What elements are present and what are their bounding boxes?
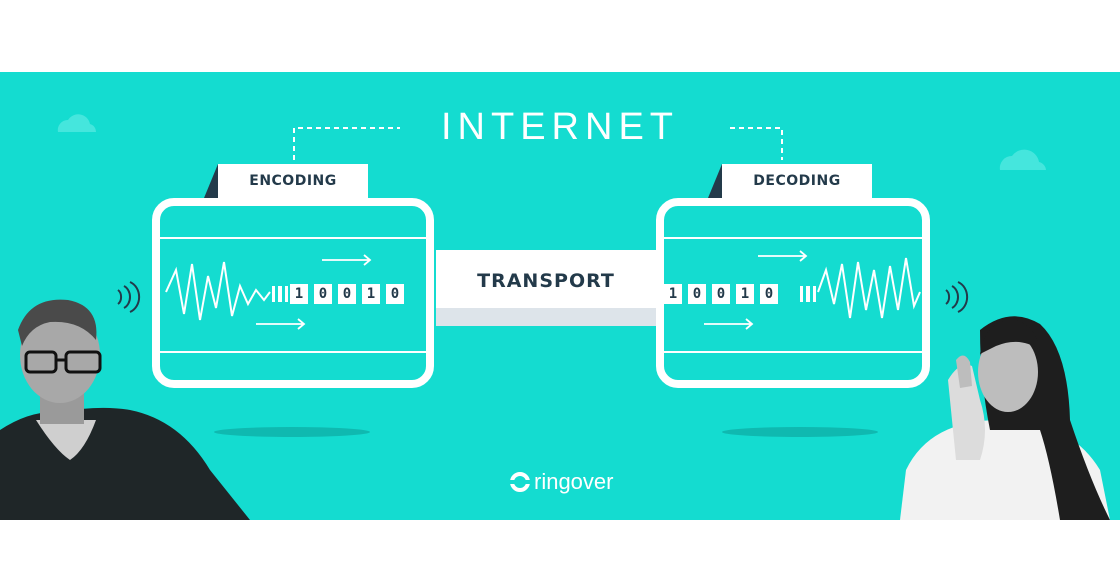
- decoding-shadow: [722, 427, 878, 437]
- speaker-man-illustration: [0, 299, 250, 520]
- decoded-bit: 0: [688, 284, 706, 304]
- decoding-barcode: [800, 286, 816, 302]
- decoding-box: [656, 198, 930, 388]
- encoded-bit: 0: [386, 284, 404, 304]
- decoded-bits: 1 0 0 1 0: [664, 284, 778, 304]
- decoded-bit: 0: [760, 284, 778, 304]
- transport-pipe: [436, 250, 656, 308]
- internet-connector-right: [730, 127, 783, 160]
- brand-name: ringover: [534, 469, 614, 494]
- sound-waves-icon: [945, 281, 969, 313]
- internet-connector-left: [293, 127, 400, 160]
- encoded-bit: 1: [362, 284, 380, 304]
- internet-title: INTERNET: [441, 106, 679, 148]
- encoded-bit: 1: [290, 284, 308, 304]
- listener-woman-illustration: [900, 316, 1110, 520]
- transport-pipe-shadow: [436, 308, 656, 326]
- encoding-box: [152, 198, 434, 388]
- decoding-waveform: [817, 257, 921, 319]
- encoding-waveform: [165, 261, 271, 321]
- sound-waves-icon: [117, 281, 141, 313]
- encoding-shadow: [214, 427, 370, 437]
- decoded-bit: 1: [736, 284, 754, 304]
- encoded-bits: 1 0 0 1 0: [290, 284, 404, 304]
- encoding-tab-fold: [204, 164, 218, 198]
- decoding-tab-fold: [708, 164, 722, 198]
- encoding-arrows: [256, 254, 372, 330]
- brand: ringover: [508, 469, 613, 495]
- decoding-arrows: [704, 250, 808, 330]
- ringover-logo-icon: [510, 472, 530, 492]
- encoded-bit: 0: [314, 284, 332, 304]
- cloud-icon: [57, 114, 97, 132]
- cloud-icon: [999, 149, 1046, 170]
- decoded-bit: 0: [712, 284, 730, 304]
- decoding-label: DECODING: [722, 164, 872, 198]
- encoding-label: ENCODING: [218, 164, 368, 198]
- encoded-bit: 0: [338, 284, 356, 304]
- decoded-bit: 1: [664, 284, 682, 304]
- transport-label: TRANSPORT: [477, 270, 615, 292]
- encoding-barcode: [272, 286, 288, 302]
